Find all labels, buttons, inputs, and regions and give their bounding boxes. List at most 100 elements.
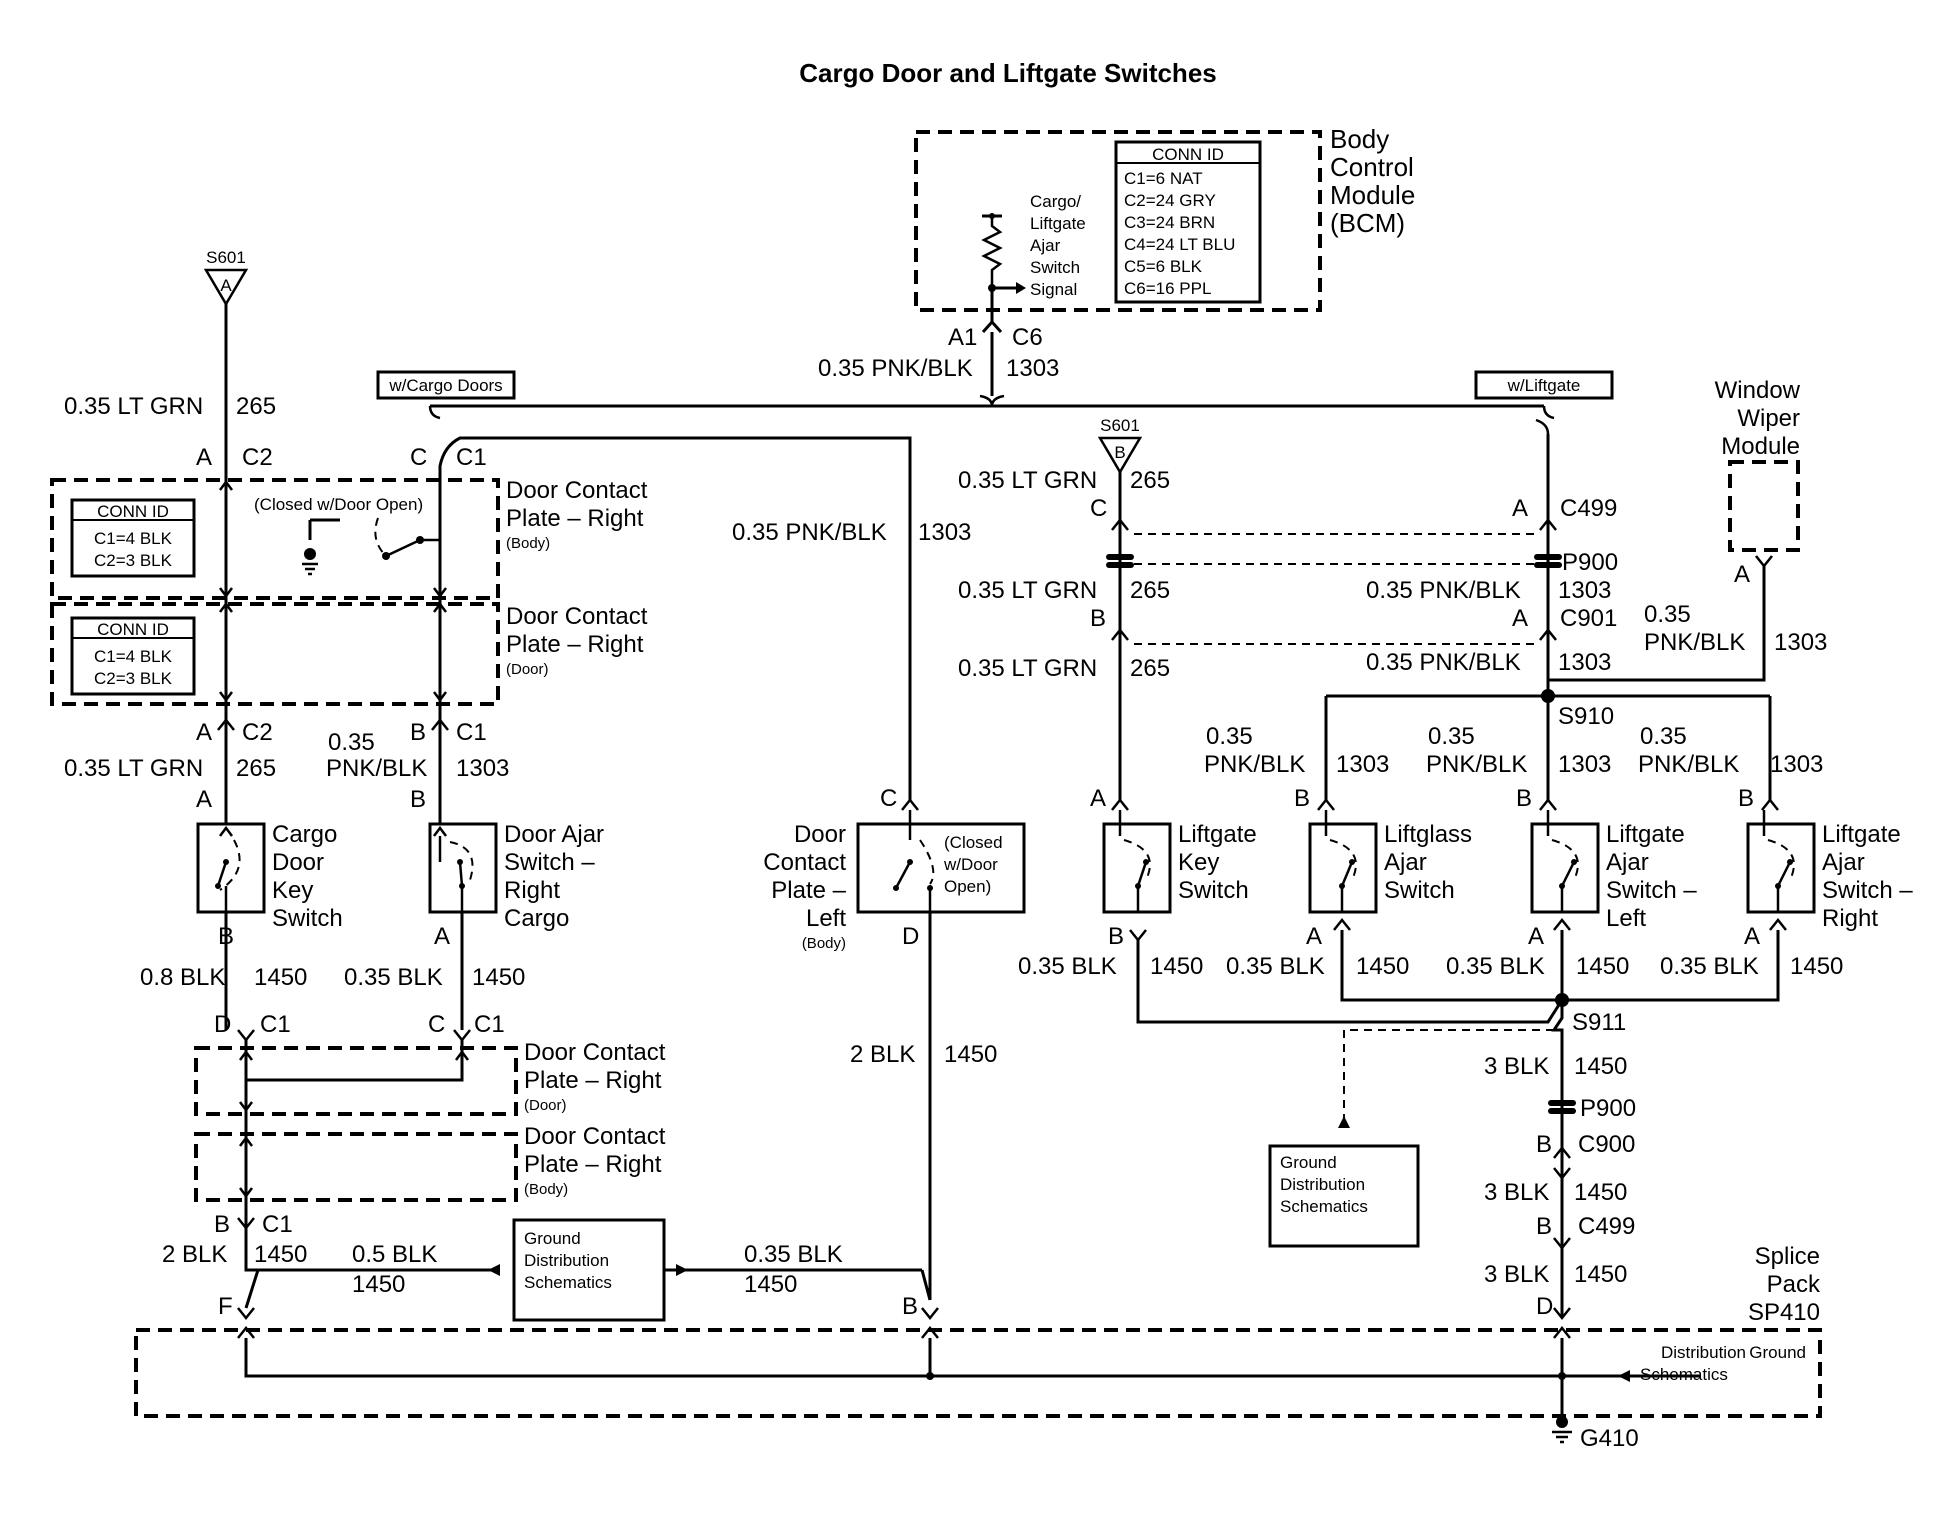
bcm-outline [914, 130, 1322, 312]
component-label: Ajar [1822, 849, 1865, 876]
ground-distribution-right [1268, 1144, 1420, 1248]
switch-state-label: (Closed [944, 833, 1003, 852]
circuit-label: 1303 [1558, 649, 1611, 676]
component-label: Cargo [504, 905, 569, 932]
wire-1303-wiper [1548, 566, 1766, 682]
svg-text:C6=16 PPL: C6=16 PPL [1124, 279, 1211, 298]
pin-label: A [1528, 923, 1544, 950]
connector-icon [1317, 797, 1335, 811]
pin-label: D [902, 923, 919, 950]
component-label: Distribution [524, 1251, 609, 1270]
splice-s601-a-icon [203, 268, 249, 307]
connector-icon [237, 1029, 255, 1043]
svg-text:Switch: Switch [1030, 258, 1080, 277]
bcm-conn-id-list: C1=6 NAT C2=24 GRY C3=24 BRN C4=24 LT BL… [1124, 169, 1235, 298]
pass-through-arrows-icon [239, 1049, 469, 1199]
component-label: Switch – [1606, 877, 1697, 904]
bcm-conn-id-title: CONN ID [1152, 145, 1224, 164]
connector-icon [1129, 929, 1147, 943]
component-label: Schematics [1280, 1197, 1368, 1216]
wire-label: 0.35 PNK/BLK [818, 355, 973, 382]
circuit-label: 1303 [1558, 751, 1611, 778]
wire-label: 0.35 LT GRN [958, 655, 1097, 682]
pin-label: B [214, 1211, 230, 1238]
contact-switch-icon [893, 810, 935, 912]
circuit-label: 1450 [744, 1271, 797, 1298]
option-cargo-doors-label: w/Cargo Doors [388, 376, 502, 395]
wire-label: 0.35 BLK [344, 964, 443, 991]
svg-text:Control: Control [1330, 152, 1414, 182]
connector-icon [1769, 917, 1787, 931]
pass-through-arrows-icon [219, 479, 447, 703]
pin-label: C [1090, 495, 1107, 522]
wire-label: 0.35 BLK [1660, 953, 1759, 980]
connector-icon [1111, 797, 1129, 811]
component-label: Right [504, 877, 560, 904]
connector-label: P900 [1562, 549, 1618, 576]
component-label: Ground [524, 1229, 581, 1248]
switch-state-label: Open) [944, 877, 991, 896]
key-switch-icon [1118, 810, 1151, 912]
pin-label: B [410, 719, 426, 746]
inline-connector-p900-icon [1106, 554, 1134, 568]
wire-1450-left [244, 1236, 261, 1309]
ground-distribution-center [512, 1218, 666, 1322]
component-label: Contact [763, 849, 846, 876]
connector-icon [1755, 555, 1773, 569]
splice-pin-label: B [1114, 443, 1125, 462]
arrow-icon [1618, 1370, 1630, 1382]
wire-label: 3 BLK [1484, 1053, 1549, 1080]
component-label: Liftgate [1606, 821, 1685, 848]
component-label: Door Ajar [504, 821, 604, 848]
component-label: Liftglass [1384, 821, 1472, 848]
pin-label: A [196, 786, 212, 813]
option-liftgate-tag [1474, 370, 1614, 400]
component-label: Left [806, 905, 846, 932]
option-bend-icon [428, 405, 441, 420]
wire-1450-liftgate-key [1136, 940, 1564, 1024]
door-contact-plate-right-door [50, 602, 500, 706]
pin-label: B [1536, 1131, 1552, 1158]
svg-text:C2=24 GRY: C2=24 GRY [1124, 191, 1216, 210]
conn-id-line: C1=4 BLK [94, 647, 173, 666]
door-contact-plate-right-body [50, 478, 500, 600]
pin-label: A [434, 923, 450, 950]
svg-text:C3=24 BRN: C3=24 BRN [1124, 213, 1215, 232]
connector-label: C499 [1578, 1213, 1635, 1240]
option-bend-icon [1535, 418, 1550, 435]
wire-label: 2 BLK [162, 1241, 227, 1268]
component-label: Plate – [771, 877, 846, 904]
svg-text:C4=24 LT BLU: C4=24 LT BLU [1124, 235, 1235, 254]
connector-icon [1553, 1237, 1571, 1251]
pin-label: A [1512, 605, 1528, 632]
connector-label: C901 [1560, 605, 1617, 632]
bcm-conn-id-box [1114, 140, 1262, 304]
component-label: Ajar [1384, 849, 1427, 876]
arrow-icon [1338, 1116, 1350, 1128]
connector-icon [1553, 1145, 1571, 1159]
wire-label: 0.35 BLK [1018, 953, 1117, 980]
pin-label: B [1516, 785, 1532, 812]
door-contact-plate-left-box [856, 822, 1026, 914]
splice-label: S910 [1558, 703, 1614, 730]
connector-icon [1553, 1307, 1571, 1321]
component-label: Door Contact [524, 1123, 666, 1150]
splice-label: S601 [1100, 416, 1140, 435]
wire-label: 0.35 [328, 729, 375, 756]
component-label: Switch [272, 905, 343, 932]
component-label: Door [272, 849, 324, 876]
wire-label: PNK/BLK [1426, 751, 1527, 778]
component-label: Window [1715, 377, 1801, 404]
component-label: Plate – Right [506, 631, 644, 658]
wire-label: 2 BLK [850, 1041, 915, 1068]
component-label: Door Contact [506, 603, 648, 630]
wire-label: PNK/BLK [326, 755, 427, 782]
liftgate-ajar-switch-right-box [1746, 822, 1816, 914]
ground-dist-link [1343, 1029, 1554, 1126]
circuit-label: 1303 [456, 755, 509, 782]
svg-text:Module: Module [1330, 180, 1415, 210]
pin-label: A [1090, 785, 1106, 812]
connector-label: C1 [474, 1011, 505, 1038]
component-label: Switch [1178, 877, 1249, 904]
